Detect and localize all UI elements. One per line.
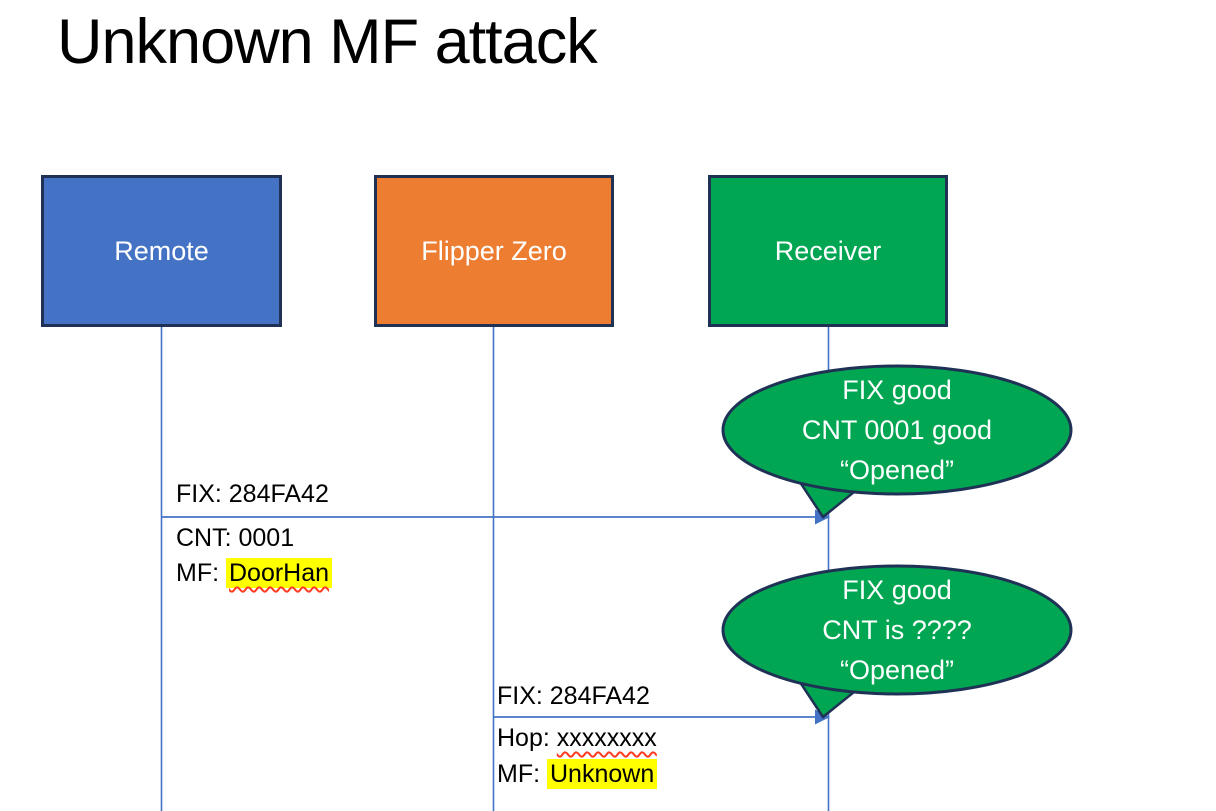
bubble1-line1: FIX good — [842, 375, 952, 405]
message1-mf-label: MF: DoorHan — [176, 558, 333, 589]
message1-cnt-label: CNT: 0001 — [176, 524, 295, 552]
actor-box-remote: Remote — [41, 175, 282, 327]
actor-label-flipper-zero: Flipper Zero — [421, 235, 567, 266]
bubble2-line3: “Opened” — [839, 655, 955, 685]
message1-fix-label: FIX: 284FA42 — [176, 480, 329, 508]
actor-label-remote: Remote — [114, 235, 209, 266]
actor-box-receiver: Receiver — [708, 175, 948, 327]
actor-box-flipper-zero: Flipper Zero — [374, 175, 614, 327]
actor-label-receiver: Receiver — [774, 235, 882, 266]
message2-mf-prefix: MF: — [497, 760, 547, 788]
speech-bubble-2 — [721, 564, 1073, 696]
page-title: Unknown MF attack — [57, 7, 598, 77]
message2-fix-label: FIX: 284FA42 — [497, 682, 650, 710]
bubble1-line2: CNT 0001 good — [801, 415, 993, 445]
message2-hop-value: xxxxxxxx — [556, 724, 657, 752]
message2-mf-value-highlighted: Unknown — [547, 759, 658, 789]
bubble2-line2: CNT is ???? — [822, 615, 972, 645]
message2-hop-label: Hop: xxxxxxxx — [497, 723, 657, 754]
bubble1-line3: “Opened” — [839, 455, 955, 485]
speech-bubble-1-text: FIX good CNT 0001 good “Opened” — [723, 370, 1071, 490]
speech-bubble-2-text: FIX good CNT is ???? “Opened” — [723, 570, 1071, 690]
speech-bubble-1 — [721, 364, 1073, 496]
message2-hop-prefix: Hop: — [497, 724, 557, 752]
message1-mf-prefix: MF: — [176, 559, 226, 587]
bubble2-line1: FIX good — [842, 575, 952, 605]
message2-mf-label: MF: Unknown — [497, 759, 658, 790]
message1-mf-value-highlighted: DoorHan — [226, 558, 333, 588]
